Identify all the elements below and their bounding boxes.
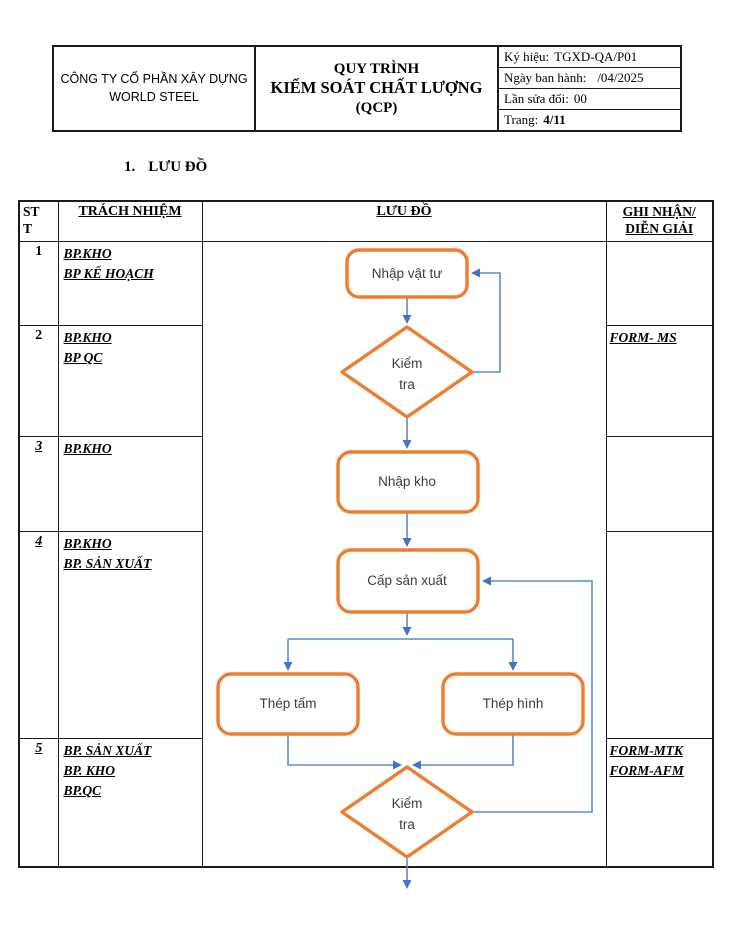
responsibility-cell: BP. SẢN XUẤT BP. KHO BP.QC [57,737,203,868]
meta-row-revision: Lần sửa đổi: 00 [499,89,680,110]
table-row-1: 1 BP.KHO BP KẾ HOẠCH [18,240,714,889]
meta-row-page: Trang: 4/11 [504,112,566,127]
table-row-4: 4 BP.KHO BP. SẢN XUẤT [18,530,714,739]
column-header-notes: GHI NHẬN/ DIỄN GIẢI [605,200,714,242]
section-label: LƯU ĐỒ [148,159,208,175]
section-heading: 1. LƯU ĐỒ [124,159,207,176]
title-line3: (QCP) [355,99,398,116]
flowchart-cell: Nhập vật tư Kiểm tra Nhập kho Cấp sản xu… [201,240,607,889]
responsibility-cell: BP.KHO BP QC [57,324,203,437]
notes-cell [605,530,714,739]
section-number: 1. [124,159,136,175]
document-title: QUY TRÌNH KIỂM SOÁT CHẤT LƯỢNG (QCP) [256,47,499,130]
document-header: CÔNG TY CỔ PHẦN XÂY DỰNG WORLD STEEL QUY… [52,45,682,132]
responsibility-cell: BP.KHO BP KẾ HOẠCH [57,240,203,326]
responsibility-line: BP.KHO [63,535,112,551]
connector-check1-feedback [470,268,501,373]
responsibility-line: BP. KHO [63,762,116,778]
connector-shape-to-check2 [411,733,514,769]
flowchart-table: ST T TRÁCH NHIỆM LƯU ĐỒ GHI NHẬN/ DIỄN G… [18,200,714,889]
notes-cell: FORM-MTK FORM-AFM [605,737,714,868]
flow-label-steel-plate: Thép tấm [259,696,316,711]
table-row-3: 3 BP.KHO [18,435,714,532]
responsibility-cell: BP.KHO [57,435,203,532]
table-row-2: 2 BP.KHO BP QC FORM- MS [18,324,714,437]
responsibility-line: BP.KHO [63,245,112,261]
flow-label-warehouse-in: Nhập kho [378,474,436,489]
note-line: FORM-MTK [609,742,684,758]
responsibility-line: BP QC [63,349,103,365]
note-line: FORM- MS [609,329,677,345]
company-name: CÔNG TY CỔ PHẦN XÂY DỰNG WORLD STEEL [54,47,256,130]
note-line: FORM-AFM [609,762,684,778]
meta-row-issue-date: Ngày ban hành: /04/2025 [499,68,680,89]
flow-node-warehouse-in [335,449,480,514]
flow-node-steel-plate [215,671,360,736]
flow-node-check1-diamond [339,324,474,419]
responsibility-line: BP. SẢN XUẤT [63,742,152,758]
flow-label-check2-line2: tra [399,817,415,832]
meta-row-code: Ký hiệu: TGXD-QA/P01 [499,47,680,68]
notes-cell: FORM- MS [605,324,714,437]
responsibility-line: BP.QC [63,783,102,798]
flowchart-diagram: Nhập vật tư Kiểm tra Nhập kho Cấp sản xu… [215,247,593,889]
flow-label-issue-production: Cấp sản xuất [367,573,447,588]
flow-label-check1-line2: tra [399,377,415,392]
flow-node-steel-shape [440,671,585,736]
row-number: 2 [18,324,59,437]
flow-node-check2-diamond [339,764,474,859]
responsibility-line: BP. SẢN XUẤT [63,555,152,571]
row-number: 4 [18,530,59,739]
column-header-stt: ST T [18,200,59,242]
notes-cell [605,240,714,326]
title-line1: QUY TRÌNH [333,61,420,78]
title-line2: KIỂM SOÁT CHẤT LƯỢNG [270,78,483,98]
company-line1: CÔNG TY CỔ PHẦN XÂY DỰNG [60,72,248,86]
table-header-row: ST T TRÁCH NHIỆM LƯU ĐỒ GHI NHẬN/ DIỄN G… [18,200,714,242]
column-header-responsibility: TRÁCH NHIỆM [57,200,203,242]
column-header-flow: LƯU ĐỒ [201,200,607,242]
connector-plate-to-check2 [286,733,402,769]
row-number: 5 [18,737,59,868]
flow-label-receive-material: Nhập vật tư [371,266,442,281]
responsibility-cell: BP.KHO BP. SẢN XUẤT [57,530,203,739]
flow-node-issue-production [335,547,480,614]
responsibility-line: BP.KHO [63,440,112,456]
row-number: 1 [18,240,59,326]
responsibility-line: BP.KHO [63,329,112,345]
responsibility-line: BP KẾ HOẠCH [63,265,154,281]
notes-cell [605,435,714,532]
table-row-5: 5 BP. SẢN XUẤT BP. KHO BP.QC FORM-MTK FO… [18,737,714,868]
flow-label-check2-line1: Kiểm [391,796,422,811]
document-meta: Ký hiệu: TGXD-QA/P01 Ngày ban hành: /04/… [499,47,680,130]
row-number: 3 [18,435,59,532]
connector-check2-feedback [471,576,593,813]
company-line2: WORLD STEEL [109,89,199,104]
flow-label-check1-line1: Kiểm [391,356,422,371]
flow-label-steel-shape: Thép hình [482,696,543,711]
flow-node-receive-material [344,247,469,299]
